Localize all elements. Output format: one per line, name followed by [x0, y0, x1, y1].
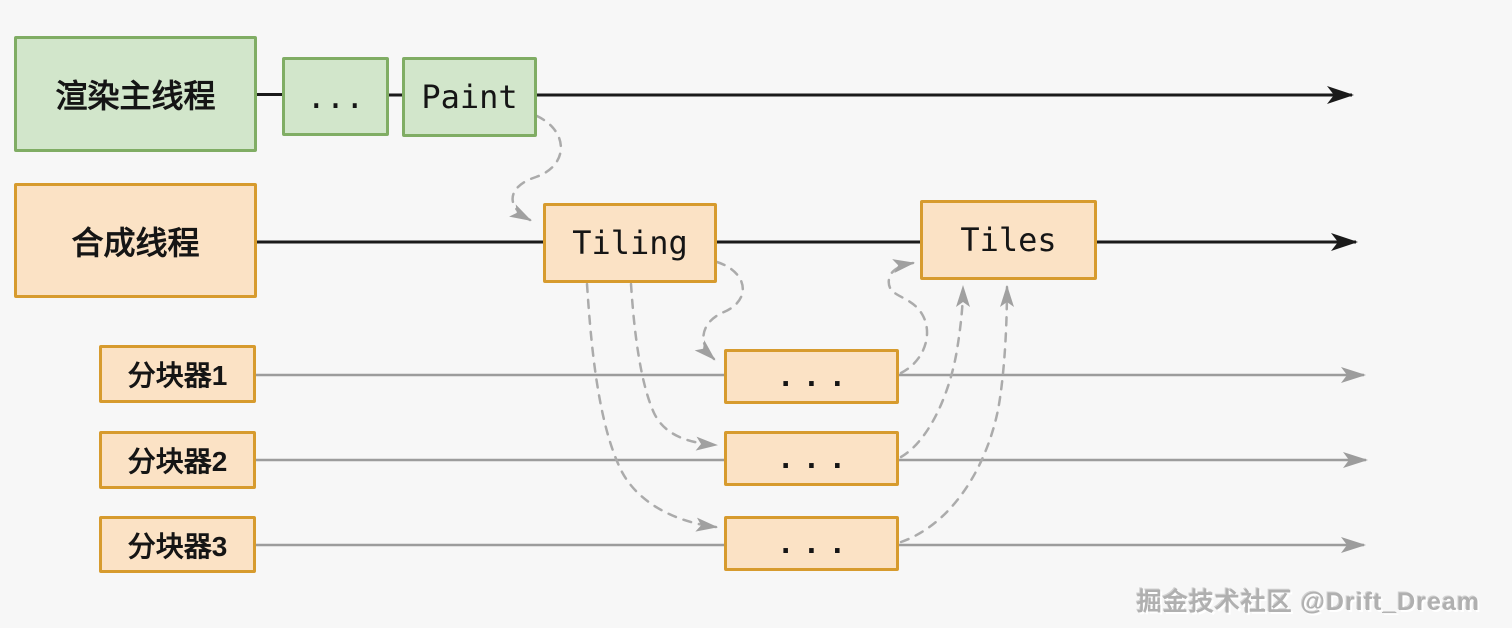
tiler2-label: 分块器2: [127, 446, 228, 477]
tiles-label: Tiles: [960, 221, 1057, 259]
dashed-tiling-to-tiler1-task: [694, 260, 744, 361]
tiles-box: Tiles: [920, 200, 1097, 280]
tiler3-task-box: ...: [724, 516, 899, 571]
tiler3-label: 分块器3: [127, 530, 228, 562]
tiler1-task-label: ...: [777, 360, 855, 393]
tiling-label: Tiling: [572, 224, 688, 262]
compositor-thread-label: 合成线程: [71, 224, 200, 261]
tiler1-box: 分块器1: [99, 345, 256, 403]
paint-box: Paint: [402, 57, 537, 137]
compositor-thread-box: 合成线程: [14, 183, 257, 298]
main-thread-label: 渲染主线程: [55, 78, 216, 114]
watermark-text: 掘金技术社区 @Drift_Dream: [1136, 588, 1480, 616]
tiler1-label: 分块器1: [127, 360, 228, 391]
tiling-box: Tiling: [543, 203, 717, 283]
dashed-paint-to-tiling: [509, 114, 563, 222]
tiler1-task-box: ...: [724, 349, 899, 404]
dashed-tiling-to-tiler3-task: [585, 282, 718, 532]
dashed-tiling-to-tiler2-task: [629, 282, 718, 451]
main-thread-ellipsis-box: ...: [282, 57, 389, 136]
dashed-tiler2-to-tiles: [899, 285, 970, 459]
dashed-tiler3-to-tiles: [899, 285, 1014, 544]
tiler2-task-box: ...: [724, 431, 899, 486]
main-thread-ellipsis-label: ...: [306, 77, 365, 116]
tiler2-task-label: ...: [777, 442, 855, 475]
tiler2-box: 分块器2: [99, 431, 256, 489]
paint-label: Paint: [421, 78, 518, 116]
tiler3-box: 分块器3: [99, 516, 256, 573]
main-thread-box: 渲染主线程: [14, 36, 257, 152]
dashed-tiler1-to-tiles: [887, 259, 929, 375]
tiler3-task-label: ...: [777, 527, 855, 560]
